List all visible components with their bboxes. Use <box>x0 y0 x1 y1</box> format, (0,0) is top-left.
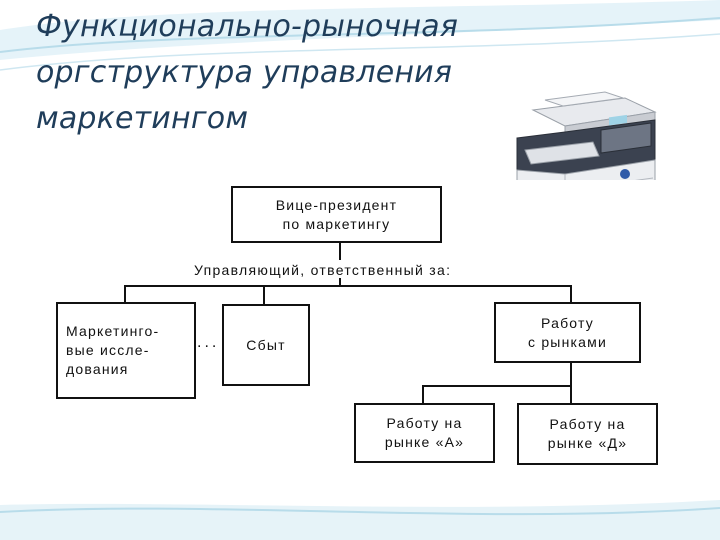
research-line-3: дования <box>66 361 129 377</box>
title-line-2: оргструктура управления <box>36 55 453 90</box>
sub-branch-line <box>422 385 572 387</box>
manager-caption: Управляющий, ответственный за: <box>194 262 452 278</box>
vp-connector <box>339 242 341 260</box>
sales-connector <box>263 285 265 305</box>
title-line-1: Функционально-рыночная <box>36 9 459 44</box>
vp-box: Вице-президент по маркетингу <box>231 186 442 243</box>
caption-connector <box>339 278 341 287</box>
market-a-connector <box>422 385 424 404</box>
ellipsis-connector: ... <box>197 334 220 351</box>
market-d-box: Работу на рынке «Д» <box>517 403 658 465</box>
market-d-line-2: рынке «Д» <box>547 435 628 451</box>
market-a-line-1: Работу на <box>386 415 463 431</box>
market-a-line-2: рынке «А» <box>384 434 465 450</box>
market-d-connector <box>570 385 572 404</box>
market-d-line-1: Работу на <box>549 416 626 432</box>
vp-line-2: по маркетингу <box>282 215 391 232</box>
research-line-1: Маркетинго- <box>66 323 160 339</box>
research-box: Маркетинго- вые иссле- дования <box>56 302 196 399</box>
markets-line-2: с рынками <box>528 333 607 350</box>
markets-box: Работу с рынками <box>494 302 641 363</box>
market-a-box: Работу на рынке «А» <box>354 403 495 463</box>
research-connector <box>124 285 126 303</box>
sales-box: Сбыт <box>222 304 310 386</box>
research-line-2: вые иссле- <box>66 342 150 358</box>
markets-line-1: Работу <box>541 314 594 331</box>
title-line-3: маркетингом <box>36 101 249 136</box>
markets-connector <box>570 285 572 303</box>
top-branch-line <box>124 285 572 287</box>
sales-label: Сбыт <box>246 336 286 353</box>
slide-title: Функционально-рыночная оргструктура упра… <box>36 4 516 142</box>
vp-line-1: Вице-президент <box>275 196 398 213</box>
markets-down-connector <box>570 362 572 386</box>
